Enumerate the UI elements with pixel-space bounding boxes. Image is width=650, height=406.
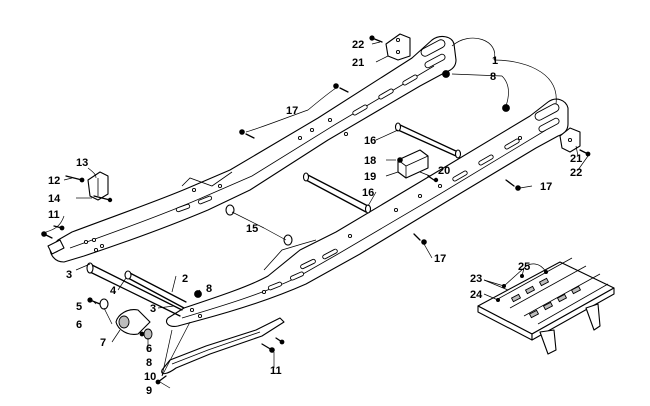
callout-8: 8 bbox=[490, 71, 496, 83]
callout-6: 6 bbox=[76, 319, 82, 331]
callout-3: 3 bbox=[66, 269, 72, 281]
callout-18: 18 bbox=[364, 155, 376, 167]
callout-16: 16 bbox=[362, 187, 374, 199]
track-inset bbox=[477, 257, 615, 355]
callout-17: 17 bbox=[286, 105, 298, 117]
callout-17: 17 bbox=[540, 181, 552, 193]
callout-labels: 1 8 22 21 17 16 18 19 20 16 21 22 17 17 … bbox=[48, 39, 582, 397]
callout-12: 12 bbox=[48, 175, 60, 187]
callout-9: 9 bbox=[146, 385, 152, 397]
callout-5: 5 bbox=[76, 301, 82, 313]
callout-13: 13 bbox=[76, 157, 88, 169]
callout-16: 16 bbox=[364, 135, 376, 147]
callout-11: 11 bbox=[48, 209, 60, 221]
callout-6: 6 bbox=[146, 343, 152, 355]
callout-10: 10 bbox=[144, 371, 156, 383]
callout-17: 17 bbox=[434, 253, 446, 265]
callout-7: 7 bbox=[100, 337, 106, 349]
callout-15: 15 bbox=[246, 223, 258, 235]
callout-25: 25 bbox=[518, 261, 530, 273]
callout-1: 1 bbox=[492, 55, 498, 67]
callout-19: 19 bbox=[364, 171, 376, 183]
callout-3: 3 bbox=[150, 303, 156, 315]
callout-4: 4 bbox=[110, 285, 117, 297]
callout-21: 21 bbox=[570, 153, 582, 165]
hardware bbox=[41, 33, 591, 385]
callout-20: 20 bbox=[438, 165, 450, 177]
callout-2: 2 bbox=[182, 273, 188, 285]
callout-22: 22 bbox=[570, 167, 582, 179]
hyfax-slide bbox=[161, 317, 285, 375]
callout-23: 23 bbox=[470, 273, 482, 285]
cross-shafts bbox=[86, 122, 462, 317]
leader-lines bbox=[45, 37, 589, 389]
callout-8: 8 bbox=[146, 357, 152, 369]
callout-11: 11 bbox=[270, 365, 282, 377]
rear-slide-rail bbox=[47, 35, 457, 263]
callout-14: 14 bbox=[48, 193, 61, 205]
callout-24: 24 bbox=[470, 289, 483, 301]
callout-22: 22 bbox=[352, 39, 364, 51]
callout-8: 8 bbox=[206, 283, 212, 295]
callout-21: 21 bbox=[352, 57, 364, 69]
